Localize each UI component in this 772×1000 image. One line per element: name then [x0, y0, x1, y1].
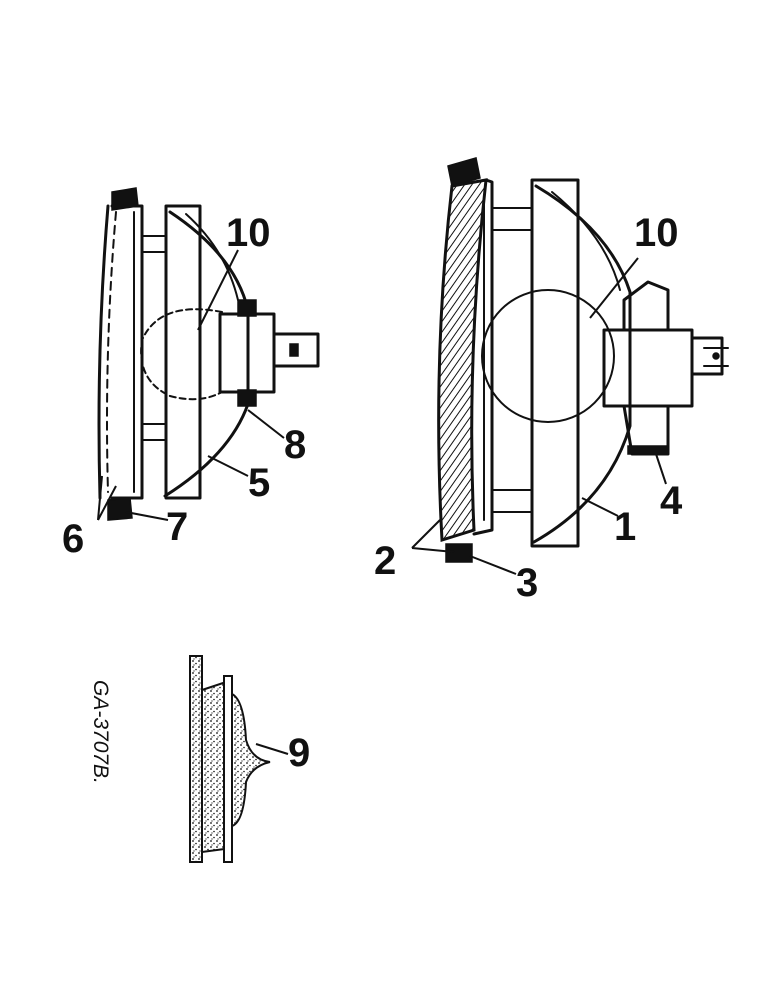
callout-right-reflector: 1: [614, 505, 636, 549]
right-leader-lines: [411, 257, 667, 575]
right-socket-base: [627, 445, 669, 455]
left-reflector: [163, 210, 250, 498]
right-seal-top: [447, 157, 481, 187]
gasket-part: [189, 655, 271, 863]
gasket-body: [201, 678, 271, 854]
callout-right-seal: 3: [516, 561, 538, 605]
callout-right-bulb: 10: [634, 211, 679, 255]
right-headlamp-assembly: [437, 157, 729, 563]
right-post-bottom: [491, 489, 533, 513]
right-post-top: [491, 207, 533, 231]
left-socket-clip-bottom: [237, 389, 257, 407]
left-seal-bottom: [107, 497, 133, 521]
callout-right-socket: 4: [660, 479, 683, 523]
callout-left-bulb: 10: [226, 211, 271, 255]
left-post-bottom: [141, 423, 167, 441]
gasket-leader: [255, 743, 289, 755]
left-bulb: [140, 308, 223, 401]
right-reflector: [532, 184, 632, 544]
left-rim-frame: [110, 204, 144, 500]
left-socket-clip-top: [237, 299, 257, 317]
right-reflector-inner: [551, 191, 621, 291]
callout-left-reflector: 5: [248, 461, 270, 505]
left-housing: [164, 204, 202, 500]
callout-labels: 10 8 5 6 7 10 1 4 2 3 9: [62, 211, 683, 775]
callout-left-rim: 6: [62, 517, 84, 561]
left-headlamp-assembly: [97, 187, 320, 521]
left-reflector-inner: [185, 213, 239, 301]
right-socket: [602, 328, 694, 408]
callout-left-seal: 7: [166, 505, 188, 549]
left-plug: [272, 332, 320, 368]
right-pivot-dot: [712, 352, 720, 360]
callout-right-rim: 2: [374, 539, 396, 583]
gasket-flange-right: [223, 675, 233, 863]
right-seal-bottom: [445, 543, 473, 563]
right-bulb: [481, 289, 615, 423]
right-plug: [690, 336, 724, 376]
left-plug-pin: [289, 343, 299, 357]
right-lens-rim: [437, 178, 488, 543]
gasket-flange-left: [189, 655, 203, 863]
left-lens-rim: [97, 204, 110, 500]
callout-gasket: 9: [288, 731, 310, 775]
left-leader-lines: [97, 249, 285, 521]
left-post-top: [141, 235, 167, 253]
left-lens-rim-dashes: [106, 211, 117, 493]
right-housing: [530, 178, 580, 548]
callout-left-socket: 8: [284, 423, 306, 467]
right-rim-frame: [472, 178, 494, 536]
drawing-code-label: GA-3707B.: [89, 680, 112, 784]
right-socket-clip-top: [622, 280, 670, 332]
